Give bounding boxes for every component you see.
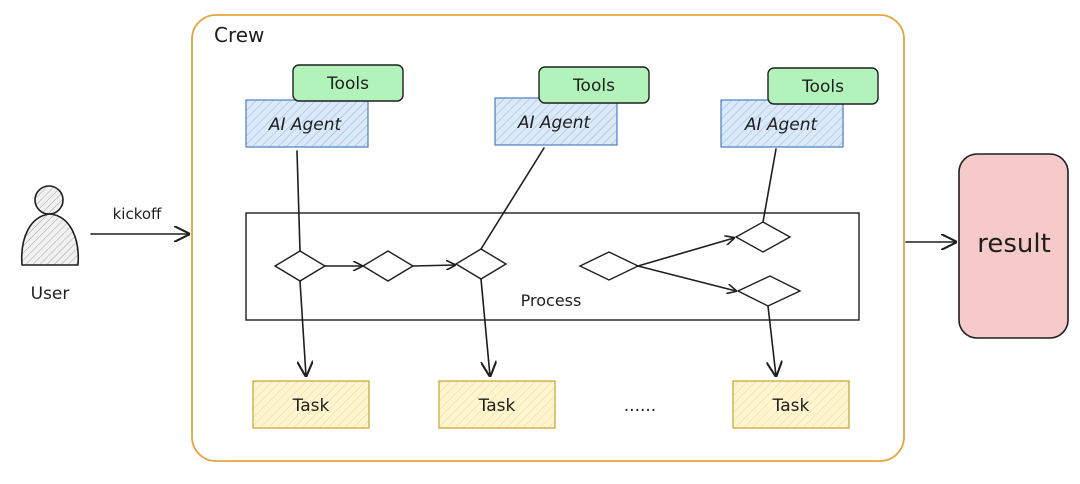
ai-agent-box [494,97,618,146]
flow-arrow [637,265,736,291]
ai-agent-label: AI Agent [517,113,592,133]
agent-group-2: AI Agent Tools [494,66,650,146]
connector-line [762,148,777,223]
tools-label: Tools [572,76,615,96]
agent-group-3: AI Agent Tools [720,67,879,148]
result-box [958,153,1069,339]
kickoff-arrow: kickoff [90,205,189,234]
user-body-icon [20,213,80,266]
task-label: Task [478,396,516,416]
task-box [732,380,850,429]
diamond-node [361,250,415,282]
task-label: Task [772,396,810,416]
tools-label: Tools [326,74,369,94]
tools-box [767,67,879,105]
task-box [438,380,556,429]
task-arrow [768,305,776,376]
diamond-node [736,275,802,307]
diamond-node [273,250,327,282]
diamond-node [578,251,640,281]
user-head-icon [34,185,64,215]
result-label: result [977,229,1051,259]
kickoff-label: kickoff [113,205,162,223]
tools-box [538,66,650,104]
diamond-node [454,248,508,280]
process-box: Process [245,212,860,321]
tools-box [292,64,404,102]
process-flow [273,221,802,307]
process-label: Process [521,291,582,310]
task-arrow [300,280,306,376]
agent-group-1: AI Agent Tools [245,64,404,148]
agent-connectors [296,147,777,252]
connector-line [296,150,301,252]
task-arrows [300,278,776,376]
task-box [252,380,370,429]
flow-arrow [637,238,734,267]
ai-agent-box [245,99,369,148]
ai-agent-box [720,99,844,148]
task-group: Task Task ...... Task [252,380,850,429]
crew-container: Crew [191,14,905,462]
connector-line [480,147,545,250]
user-label: User [31,284,70,304]
ai-agent-label: AI Agent [268,115,343,135]
flow-arrow [412,265,455,266]
tools-label: Tools [801,77,844,97]
ai-agent-label: AI Agent [744,115,819,135]
task-label: Task [292,396,330,416]
task-arrow [480,278,490,376]
diamond-node [734,221,792,253]
user-figure: User [20,185,80,304]
result-group: result [905,153,1069,339]
ellipsis: ...... [624,396,656,416]
crew-label: Crew [214,23,264,47]
